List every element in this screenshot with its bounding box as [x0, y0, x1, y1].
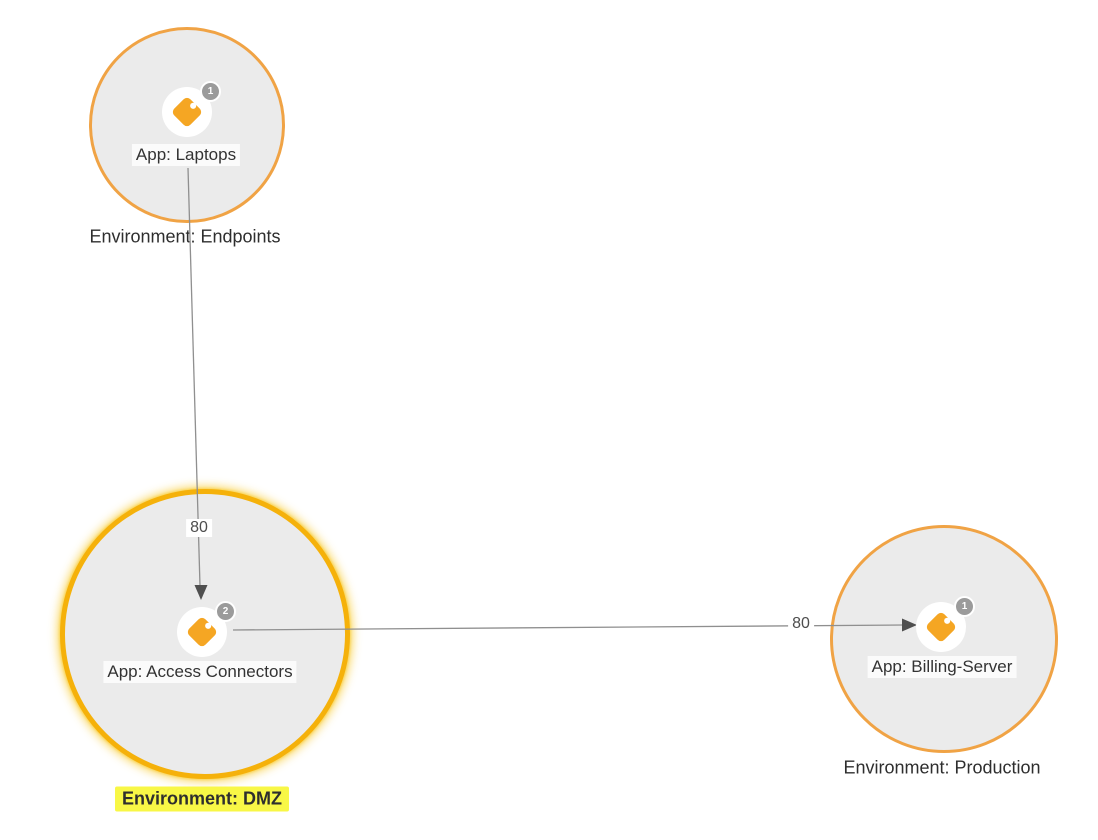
workload-count-badge: 1 [954, 596, 975, 617]
tag-icon [172, 97, 202, 127]
workload-count-badge: 1 [200, 81, 221, 102]
edge-port-label-dmz-production[interactable]: 80 [788, 615, 814, 633]
tag-icon [187, 617, 217, 647]
env-label-production[interactable]: Environment: Production [843, 757, 1041, 778]
app-label-billing-server[interactable]: App: Billing-Server [867, 656, 1017, 678]
tag-icon [926, 612, 956, 642]
edge-port-label-laptops-dmz[interactable]: 80 [186, 519, 212, 537]
workload-count-badge: 2 [215, 601, 236, 622]
node-icon-billing-server[interactable]: 1 [916, 596, 975, 652]
icon-disc [916, 602, 966, 652]
env-label-endpoints[interactable]: Environment: Endpoints [89, 226, 281, 247]
env-label-dmz[interactable]: Environment: DMZ [115, 786, 289, 812]
app-label-access-connectors[interactable]: App: Access Connectors [103, 661, 297, 683]
node-icon-laptops[interactable]: 1 [162, 81, 221, 137]
icon-disc [162, 87, 212, 137]
node-icon-access-connectors[interactable]: 2 [177, 601, 236, 657]
app-label-laptops[interactable]: App: Laptops [131, 144, 241, 166]
